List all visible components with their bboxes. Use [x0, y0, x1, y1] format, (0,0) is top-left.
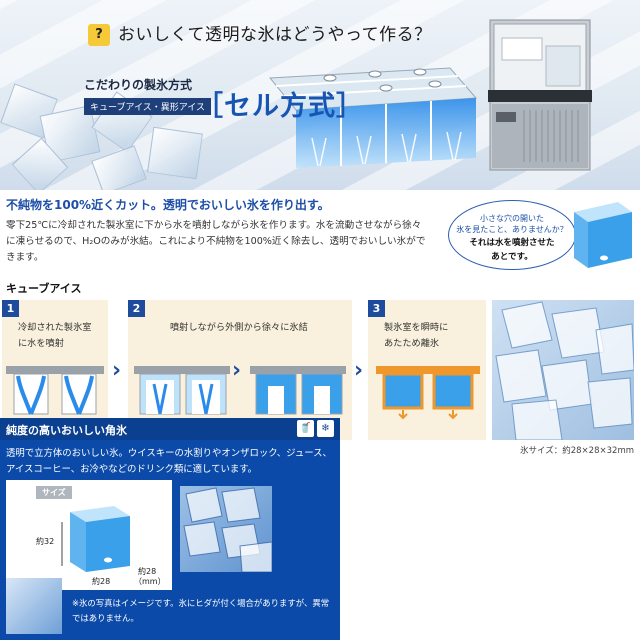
ice-cube-hole-image	[574, 202, 632, 268]
feature-label: こだわりの製氷方式	[84, 78, 193, 92]
hero-question: おいしくて透明な氷はどうやって作る？	[118, 25, 432, 45]
cell-grid-illustration	[268, 67, 478, 168]
step-2-inner-arrow: ›	[232, 358, 242, 383]
method-title: ［セル方式］	[196, 91, 364, 122]
image-note: ※氷の写真はイメージです。氷にヒダが付く場合がありますが、異常ではありません。	[72, 598, 330, 623]
panel-body: 透明で立方体のおいしい氷。ウイスキーの水割りやオンザロック、ジュース、アイスコー…	[6, 448, 332, 475]
step-3-line-1: 製氷室を瞬時に	[384, 322, 449, 333]
snowflake-icon: ❄	[317, 420, 334, 437]
panel-ice-photo	[180, 486, 272, 572]
bubble-answer-1: それは水を噴射させた	[469, 238, 555, 248]
intro-body: 零下25℃に冷却された製氷室に下から水を噴射しながら氷を作ります。水を流動させな…	[6, 220, 426, 263]
panel-title: 純度の高いおいしい角氷	[6, 424, 127, 437]
ice-size-caption: 氷サイズ：約28×28×32mm	[520, 446, 634, 456]
step-2-line-1: 噴射しながら外側から徐々に氷結	[170, 322, 308, 333]
question-icon: ?	[88, 24, 110, 46]
cube-ice-panel: 純度の高いおいしい角氷 🥤 ❄ 透明で立方体のおいしい氷。ウイスキーの水割りやオ…	[0, 418, 340, 640]
bubble-question-1: 小さな穴の開いた	[480, 214, 544, 223]
dim-unit: （mm）	[134, 577, 166, 586]
panel-header: 純度の高いおいしい角氷 🥤 ❄	[0, 418, 340, 440]
cube-size-illustration	[61, 506, 130, 572]
step-1-line-2: に水を噴射	[18, 338, 64, 349]
step-1-number: 1	[2, 300, 19, 317]
dim-height: 約32	[36, 537, 55, 546]
step-arrow-1: ›	[112, 358, 122, 383]
ice-machine-image	[488, 19, 592, 171]
speech-bubble: 小さな穴の開いた 氷を見たこと、ありませんか？ それは水を噴射させた あとです。	[448, 200, 576, 270]
step-3-illustration	[376, 366, 480, 420]
dim-width: 約28	[92, 577, 111, 586]
step-2-text: 噴射しながら外側から徐々に氷結	[170, 320, 308, 336]
step-1-illustration	[6, 366, 104, 415]
step-3-number: 3	[368, 300, 385, 317]
intro-heading: 不純物を100%近くカット。透明でおいしい氷を作り出す。	[6, 198, 330, 212]
step-2-number: 2	[128, 300, 145, 317]
step-2-illustration	[134, 366, 346, 415]
panel-cube-photo	[6, 578, 62, 634]
step-3-text: 製氷室を瞬時に あたため離氷	[384, 320, 448, 352]
size-diagram: サイズ 約32 約28 約28 （mm）	[6, 480, 172, 590]
step-1-line-1: 冷却された製氷室	[18, 322, 92, 333]
ice-photo	[492, 300, 634, 440]
step-3: 3 製氷室を瞬時に あたため離氷	[368, 300, 486, 440]
step-arrow-2: ›	[354, 358, 364, 383]
step-1: 1 冷却された製氷室 に水を噴射	[2, 300, 108, 440]
size-label: サイズ	[36, 486, 72, 499]
panel-icons: 🥤 ❄	[297, 420, 334, 437]
drink-glass-icon: 🥤	[297, 420, 314, 437]
step-2: 2 噴射しながら外側から徐々に氷結 ›	[128, 300, 352, 440]
bubble-question-2: 氷を見たこと、ありませんか？	[456, 225, 568, 234]
hero-banner: ? おいしくて透明な氷はどうやって作る？	[0, 0, 640, 190]
bubble-answer-2: あとです。	[491, 252, 533, 262]
feature-sublabel: キューブアイス・異形アイス	[84, 98, 212, 115]
cube-section-title: キューブアイス	[6, 282, 82, 295]
step-3-line-2: あたため離氷	[384, 338, 440, 349]
dim-depth: 約28	[138, 567, 157, 576]
step-1-text: 冷却された製氷室 に水を噴射	[18, 320, 92, 352]
